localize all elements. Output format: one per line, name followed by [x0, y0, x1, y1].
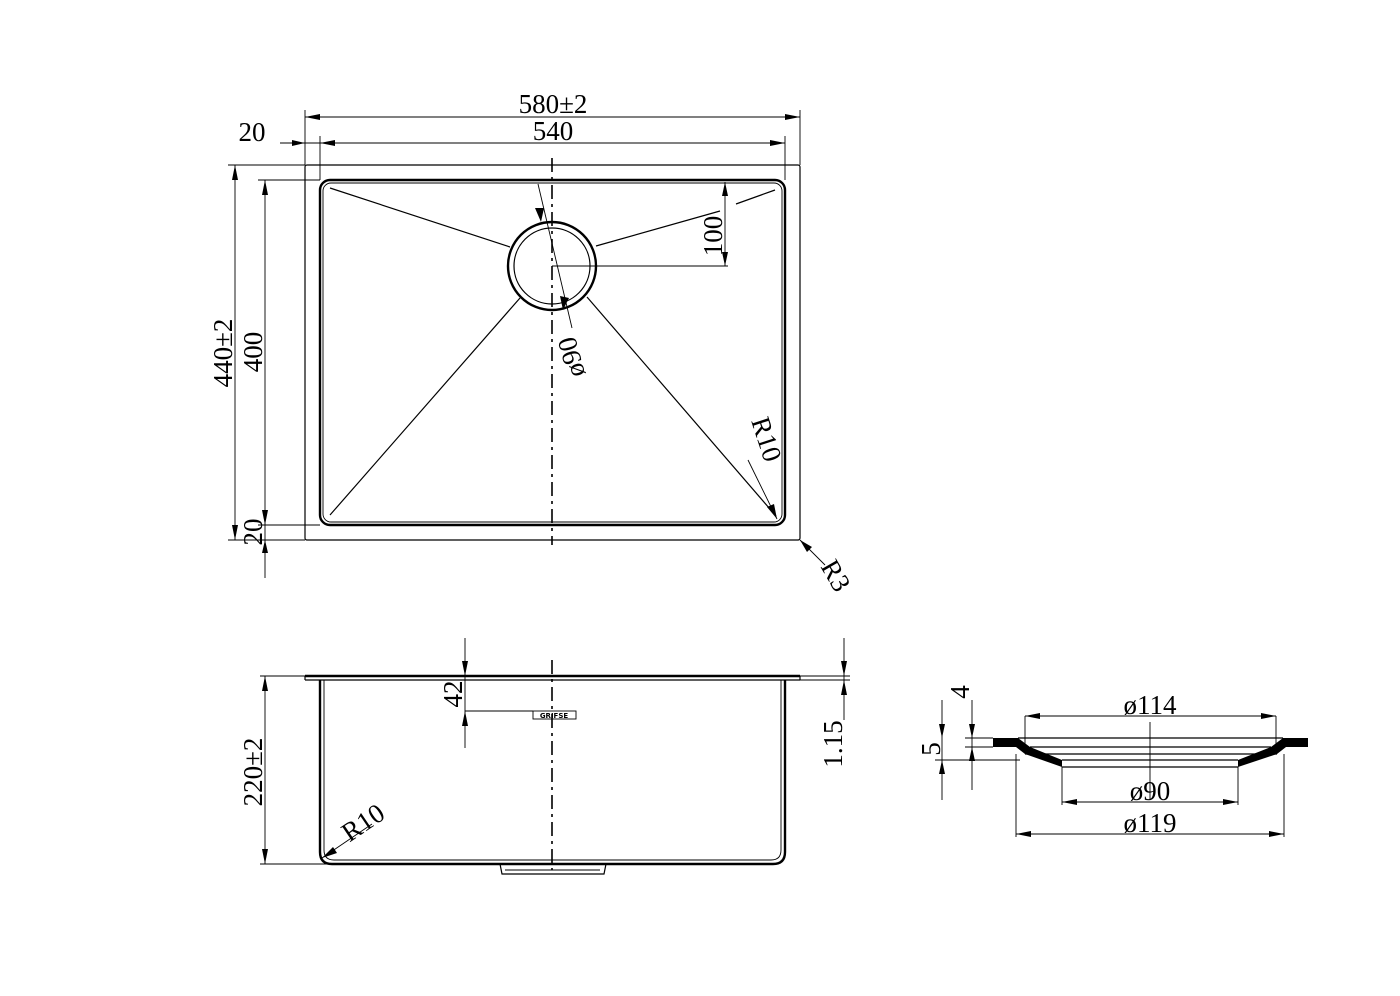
- slope-line-br: [586, 296, 777, 517]
- outer-diameter-label: ø119: [1124, 808, 1177, 838]
- slope-line-tr: [595, 210, 721, 247]
- top-view: [304, 158, 801, 545]
- drain-diameter-label: ø90: [552, 334, 591, 381]
- inner-diameter-label: ø90: [1130, 776, 1171, 806]
- bottom-radius-label: R10: [336, 798, 390, 848]
- rim-depth-label: 20: [238, 519, 268, 546]
- overall-width-label: 580±2: [519, 89, 588, 119]
- side-view: GRIFSE: [304, 660, 801, 875]
- flange-height-label: 4: [945, 685, 975, 699]
- left-dimensions: 440±2 400 20: [208, 164, 320, 578]
- rim-width-label: 20: [239, 117, 266, 147]
- drain-height-label: 42: [438, 681, 468, 708]
- drain-detail-dimensions: ø114 ø90 ø119 4 5: [916, 685, 1285, 838]
- inner-width-label: 540: [533, 116, 574, 146]
- overall-depth-label: 440±2: [208, 319, 238, 388]
- drain-detail: [993, 722, 1308, 800]
- height-label: 220±2: [238, 738, 268, 807]
- thickness-label: 1.15: [818, 720, 848, 767]
- side-dimensions: 220±2 42 1.15 R10: [238, 638, 850, 865]
- top-dimensions: 580±2 540 20: [239, 89, 801, 180]
- slope-line-bl: [329, 297, 521, 516]
- logo-text: GRIFSE: [540, 712, 569, 720]
- step-height-label: 5: [916, 742, 946, 756]
- slope-line-tl: [329, 187, 511, 248]
- drain-offset-label: 100: [698, 216, 728, 257]
- inner-depth-label: 400: [238, 332, 268, 373]
- slope-line-tr-short: [735, 189, 776, 205]
- top-diameter-label: ø114: [1124, 690, 1177, 720]
- inner-radius-label: R10: [745, 413, 787, 465]
